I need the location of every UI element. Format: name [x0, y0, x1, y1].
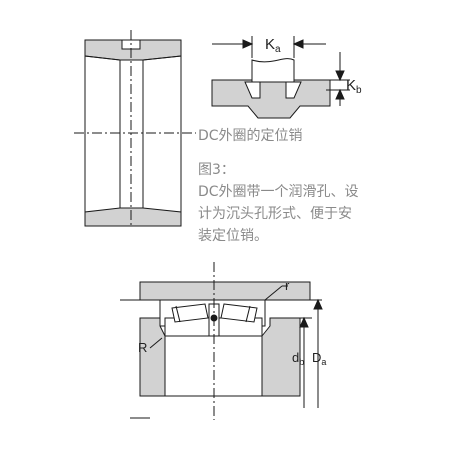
locating-pin: [251, 58, 295, 83]
db-da-dimensions: [299, 298, 323, 408]
r-small-label: r: [285, 278, 290, 293]
outer-ring-section: [74, 30, 196, 228]
caption-line-2: 计为沉头孔形式、便于安: [198, 206, 352, 222]
bearing-assembly: [120, 262, 311, 420]
roller-right: [220, 303, 258, 323]
R-leader: [149, 337, 163, 349]
roller-left: [171, 303, 209, 323]
r-big-label: R: [138, 340, 147, 355]
caption-title: DC外圈的定位销: [198, 128, 303, 144]
countersink-right: [285, 81, 302, 99]
figure-number: 图3：: [198, 162, 235, 178]
outer-ring-bottom-band: [84, 207, 182, 227]
caption-line-1: DC外圈带一个润滑孔、设: [198, 184, 359, 200]
caption-line-3: 装定位销。: [198, 228, 268, 244]
inner-ring-right: [215, 317, 263, 337]
db-label: db: [292, 350, 304, 367]
da-label: Da: [312, 350, 326, 367]
shaft-left: [139, 317, 166, 397]
kb-label: Kb: [346, 77, 362, 96]
ka-label: Ka: [265, 36, 281, 55]
ka-dimension: [212, 36, 326, 58]
ring-detail-section: [211, 79, 331, 119]
kb-dimension: [326, 52, 350, 106]
r-leader: [264, 285, 288, 301]
pin-detail: [211, 58, 331, 119]
